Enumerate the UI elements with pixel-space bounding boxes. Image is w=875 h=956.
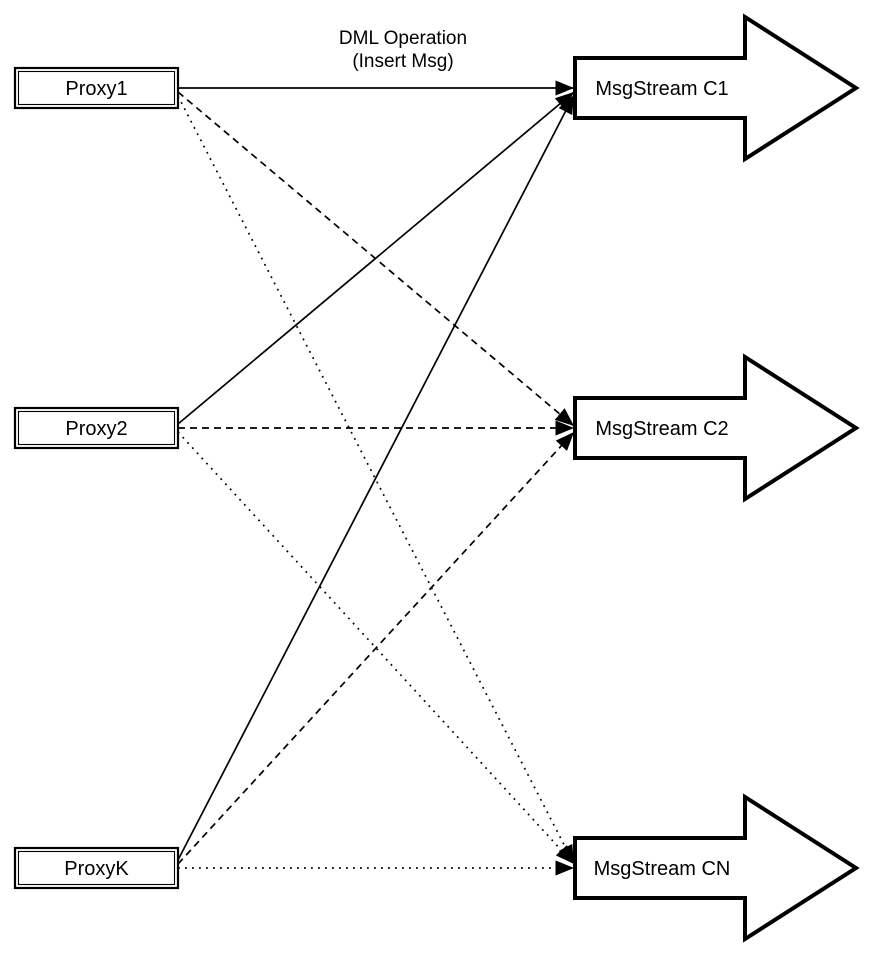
connector-proxy2-c1-solid [177, 91, 575, 425]
proxy2-box-inner-border [17, 410, 176, 446]
proxy1-box [13, 66, 180, 110]
proxy2-node: Proxy2 [13, 406, 180, 450]
proxy2-label: Proxy2 [65, 418, 127, 440]
connector-proxy1-c2-dashed [177, 91, 575, 427]
connector-proxyk-c1-solid [177, 94, 575, 861]
proxy2-box [13, 406, 180, 450]
msgstream-cn-node: MsgStream CN [573, 793, 860, 943]
msgstream-c1-node: MsgStream C1 [573, 13, 860, 163]
msgstream-cn-arrow-shape [573, 793, 860, 943]
connector-proxyk-c2-dashed [177, 431, 575, 865]
proxyk-box-inner-border [17, 850, 176, 886]
proxy1-label: Proxy1 [65, 78, 127, 100]
diagram-title-line1: DML Operation [339, 28, 467, 49]
msgstream-c1-arrow-shape [573, 13, 860, 163]
msgstream-c2-arrow-shape [573, 353, 860, 503]
proxyk-label: ProxyK [64, 858, 129, 880]
diagram-title-line2: (Insert Msg) [352, 51, 453, 72]
proxy1-node: Proxy1 [13, 66, 180, 110]
msgstream-c1-label: MsgStream C1 [595, 78, 728, 100]
proxyk-node: ProxyK [13, 846, 180, 890]
msgstream-c2-label: MsgStream C2 [595, 418, 728, 440]
proxyk-box [13, 846, 180, 890]
proxy1-box-inner-border [17, 70, 176, 106]
msgstream-cn-label: MsgStream CN [594, 858, 731, 880]
msgstream-c2-node: MsgStream C2 [573, 353, 860, 503]
